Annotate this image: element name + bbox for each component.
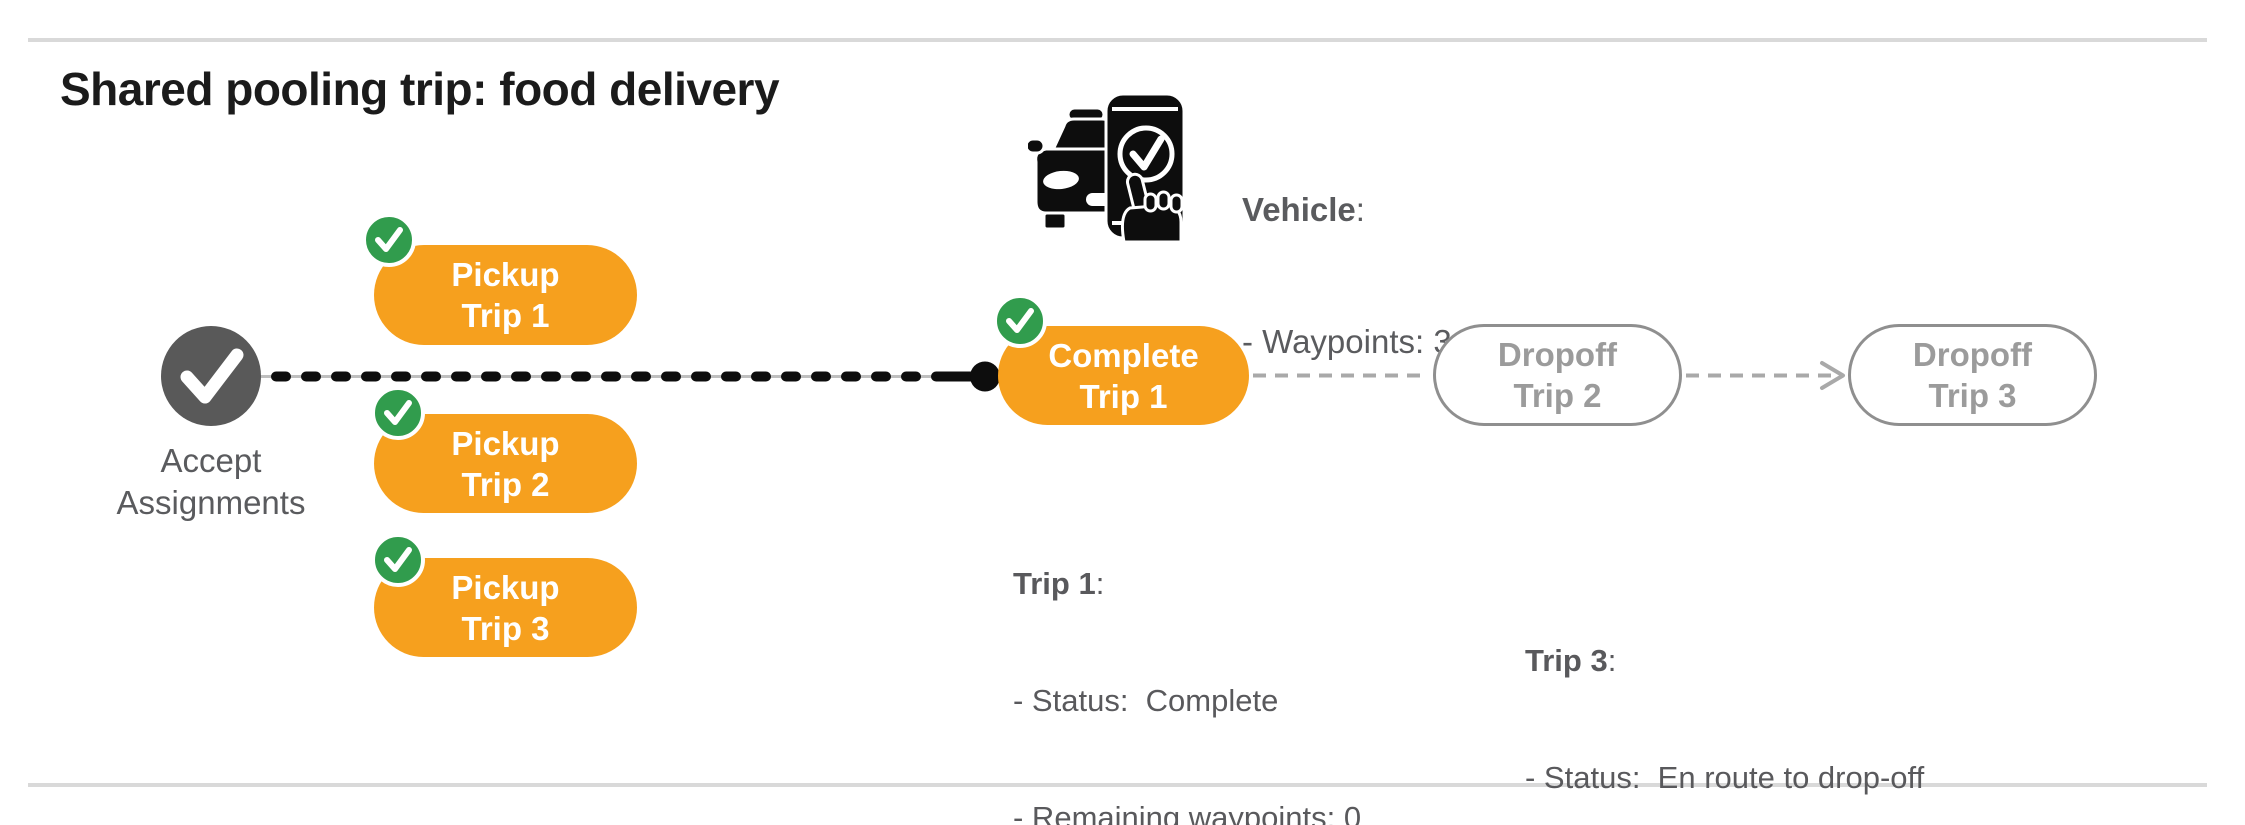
trip-info-right: Trip 3: - Status: En route to drop-off -… [1525, 563, 1924, 825]
car-phone-check-icon [1028, 92, 1186, 242]
trip-3-status: - Status: En route to drop-off [1525, 760, 1925, 795]
trip-1-remaining-waypoints: - Remaining waypoints: 0 [1013, 800, 1362, 825]
check-badge-icon [371, 386, 425, 440]
trip-1-heading: Trip 1: [1013, 566, 1105, 601]
check-badge-icon [993, 294, 1047, 348]
accept-assignments-label: Accept Assignments [116, 442, 306, 521]
pill-complete-trip-1: Complete Trip 1 [998, 326, 1249, 425]
trip-info-left: Trip 1: - Status: Complete - Remaining w… [1013, 486, 1412, 825]
check-icon [180, 348, 244, 404]
pill-pickup-trip-1: Pickup Trip 1 [374, 245, 637, 345]
pill-dropoff-trip-3: Dropoff Trip 3 [1848, 324, 2097, 426]
route-waypoint-dot [970, 361, 1000, 392]
arrowhead-icon [1820, 361, 1845, 390]
check-badge-icon [362, 213, 416, 267]
vehicle-waypoints: - Waypoints: 3 [1242, 323, 1452, 360]
trip-3-heading: Trip 3: [1525, 643, 1617, 678]
vehicle-label: Vehicle: [1242, 191, 1365, 228]
top-divider [28, 38, 2207, 42]
bottom-divider [28, 783, 2207, 787]
check-badge-icon [371, 533, 425, 587]
pill-dropoff-trip-2: Dropoff Trip 2 [1433, 324, 1682, 426]
page-title: Shared pooling trip: food delivery [60, 63, 780, 115]
trip-1-status: - Status: Complete [1013, 683, 1279, 718]
accept-assignments-node [161, 326, 261, 426]
vehicle-info: Vehicle: - Waypoints: 3 [1242, 100, 1452, 452]
